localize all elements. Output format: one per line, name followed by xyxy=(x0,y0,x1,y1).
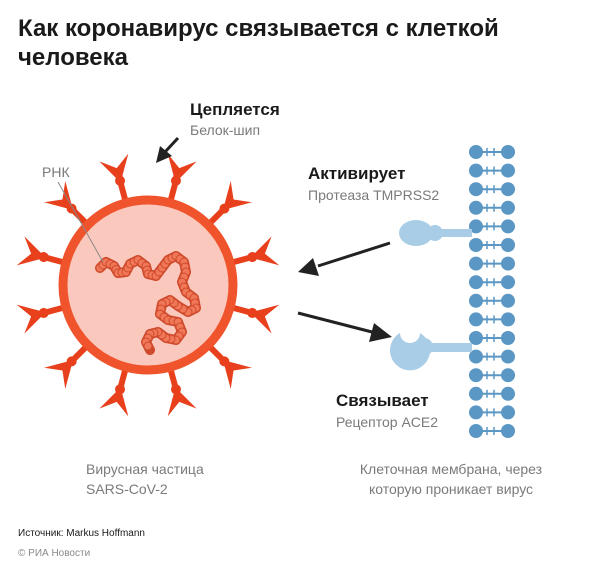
lipid-head xyxy=(469,331,483,345)
lipid-head xyxy=(469,275,483,290)
membrane-caption: Клеточная мембрана, через которую проник… xyxy=(336,459,566,499)
activate-heading: Активирует xyxy=(308,164,406,183)
spike-protein xyxy=(16,303,68,334)
ace2-receptor xyxy=(390,333,472,371)
lipid-head xyxy=(501,293,515,308)
source-credit: Источник: Markus Hoffmann xyxy=(18,528,145,539)
lipid-head xyxy=(469,238,483,252)
lipid-head xyxy=(469,219,483,234)
lipid-pair xyxy=(469,368,515,383)
lipid-head xyxy=(501,163,515,178)
membrane-caption-line: Клеточная мембрана, через xyxy=(359,461,543,477)
lipid-pair xyxy=(469,182,515,197)
lipid-pair xyxy=(469,275,515,290)
bind-arrow xyxy=(297,311,392,342)
tmprss2-protease xyxy=(399,220,472,246)
virus-caption-line: SARS-CoV-2 xyxy=(86,481,168,497)
lipid-head xyxy=(501,219,515,234)
lipid-head xyxy=(501,238,515,252)
lipid-head xyxy=(469,312,483,327)
lipid-pair xyxy=(469,219,515,234)
virus-caption: Вирусная частица SARS-CoV-2 xyxy=(86,459,204,499)
lipid-head xyxy=(469,200,483,215)
lipid-pair xyxy=(469,293,515,308)
lipid-pair xyxy=(469,200,515,215)
bind-heading: Связывает xyxy=(336,391,429,410)
rna-pointer-line xyxy=(57,181,104,263)
lipid-head xyxy=(501,312,515,327)
attach-arrow xyxy=(156,136,180,163)
rna-strand xyxy=(95,251,201,355)
lipid-head xyxy=(469,145,483,159)
rna-label: РНК xyxy=(42,164,70,180)
lipid-pair xyxy=(469,145,515,159)
attach-subtitle: Белок-шип xyxy=(190,122,261,138)
lipid-head xyxy=(501,275,515,290)
spike-protein xyxy=(228,303,280,334)
lipid-head xyxy=(501,256,515,271)
lipid-head xyxy=(469,349,483,364)
lipid-head xyxy=(469,386,483,401)
lipid-head xyxy=(501,386,515,401)
lipid-head xyxy=(469,405,483,420)
virus-particle xyxy=(16,153,280,417)
lipid-head xyxy=(501,405,515,420)
lipid-head xyxy=(501,145,515,159)
virus-envelope xyxy=(58,195,238,375)
lipid-head xyxy=(501,331,515,345)
lipid-head xyxy=(469,293,483,308)
membrane-caption-line: которую проникает вирус xyxy=(368,481,534,497)
cell-membrane xyxy=(469,145,515,438)
lipid-pair xyxy=(469,238,515,252)
spike-protein xyxy=(228,236,280,267)
lipid-pair xyxy=(469,312,515,327)
lipid-pair xyxy=(469,349,515,364)
spike-protein xyxy=(99,365,130,417)
lipid-head xyxy=(501,368,515,383)
lipid-head xyxy=(501,349,515,364)
lipid-pair xyxy=(469,424,515,438)
spike-protein xyxy=(166,365,197,417)
page-title: Как коронавирус связывается с клеткой че… xyxy=(18,15,499,71)
lipid-pair xyxy=(469,331,515,345)
activate-subtitle: Протеаза TMPRSS2 xyxy=(308,187,440,203)
attach-heading: Цепляется xyxy=(190,100,280,119)
lipid-head xyxy=(469,163,483,178)
lipid-head xyxy=(469,368,483,383)
lipid-pair xyxy=(469,405,515,420)
spike-protein xyxy=(16,236,68,267)
lipid-pair xyxy=(469,163,515,178)
rna-bead xyxy=(143,341,153,351)
virus-caption-line: Вирусная частица xyxy=(86,461,204,477)
lipid-head xyxy=(501,424,515,438)
spike-protein xyxy=(166,153,197,205)
spike-protein xyxy=(99,153,130,205)
lipid-head xyxy=(501,182,515,197)
bind-subtitle: Рецептор ACE2 xyxy=(336,414,439,430)
lipid-pair xyxy=(469,256,515,271)
lipid-head xyxy=(469,424,483,438)
lipid-pair xyxy=(469,386,515,401)
activate-arrow xyxy=(298,241,391,276)
lipid-head xyxy=(469,182,483,197)
lipid-head xyxy=(501,200,515,215)
lipid-head xyxy=(469,256,483,271)
copyright: © РИА Новости xyxy=(18,548,91,559)
